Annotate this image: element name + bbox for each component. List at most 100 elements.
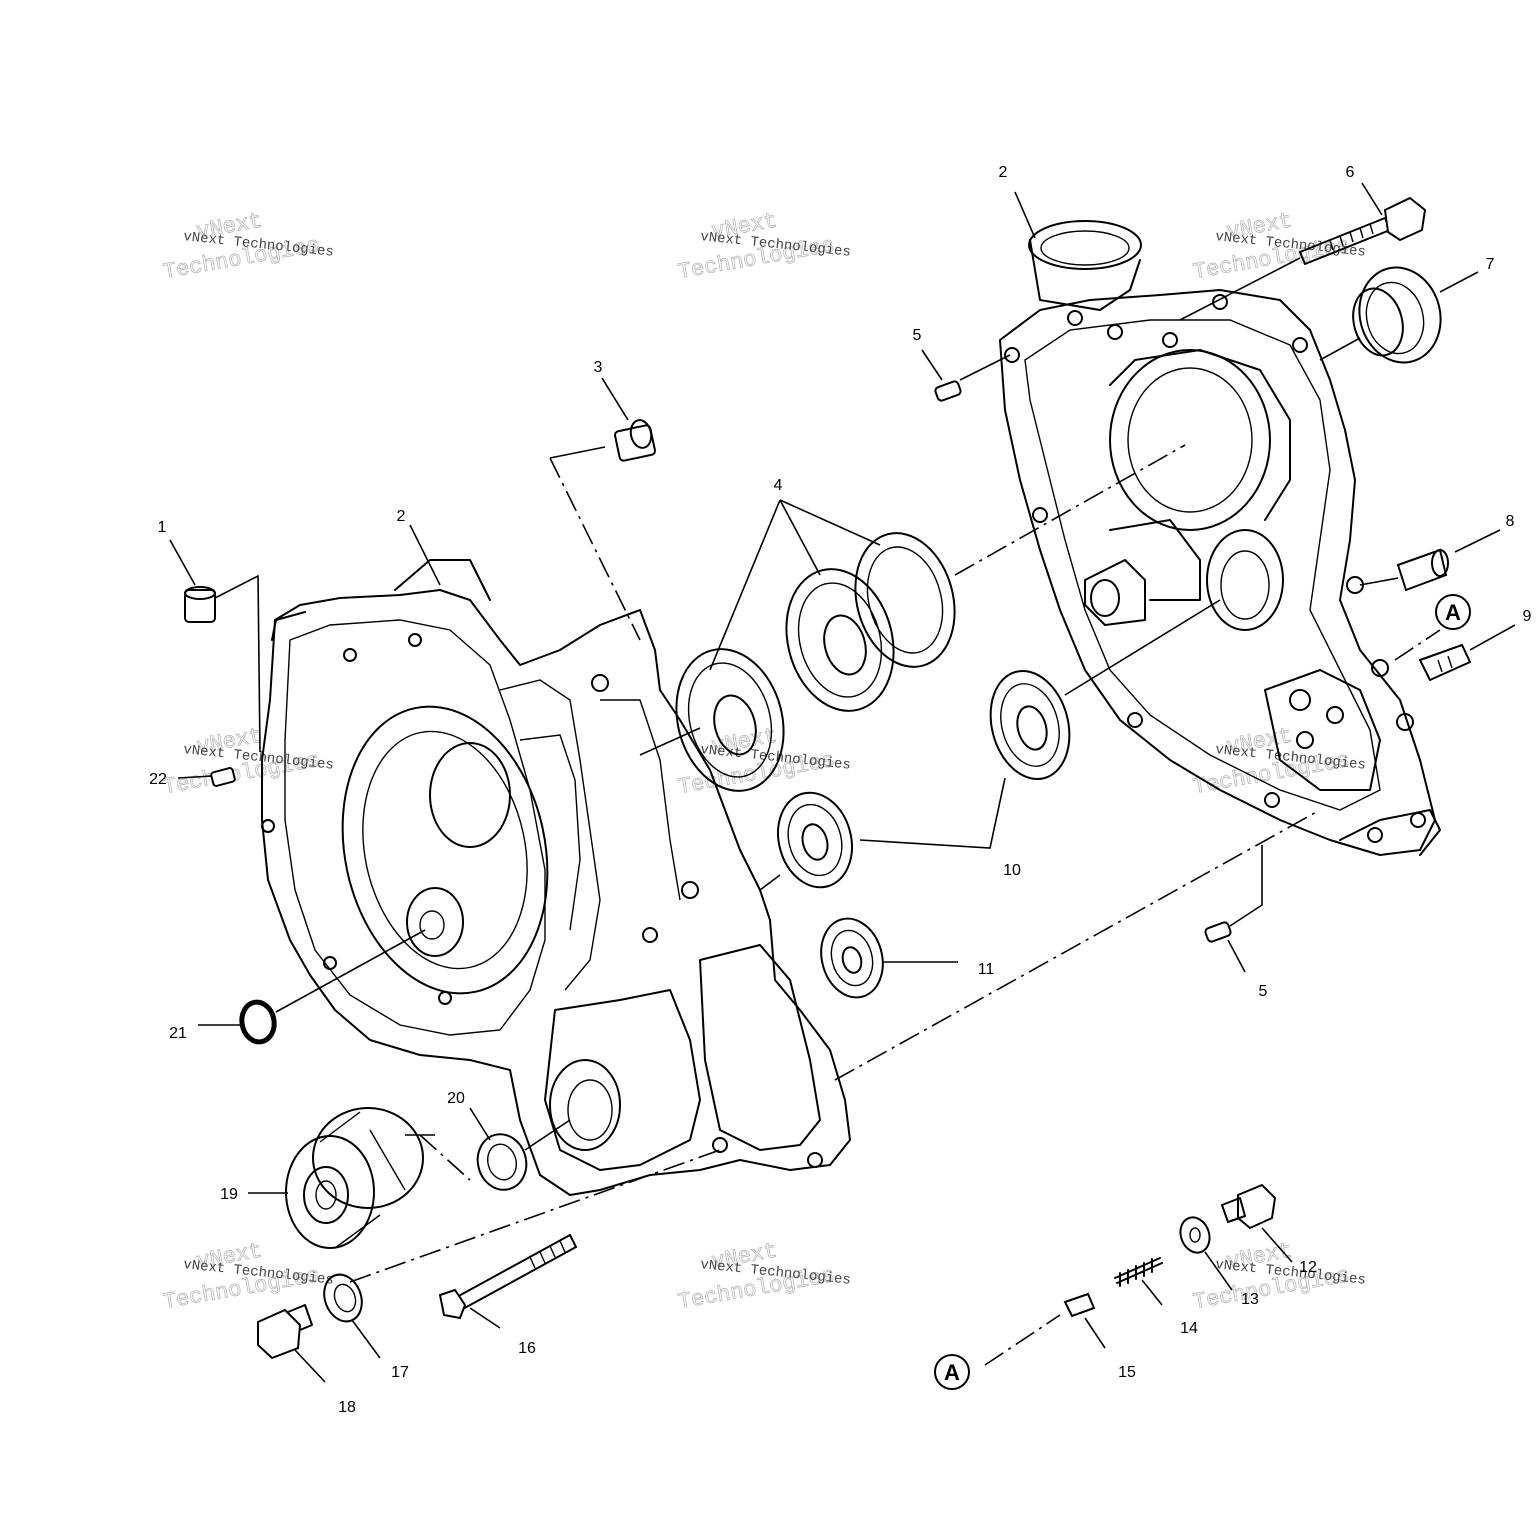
callout-5: 5	[913, 327, 922, 344]
leader-line	[921, 349, 943, 381]
bolt-head	[1237, 1183, 1277, 1230]
bearing-outer	[820, 917, 884, 999]
bolt-hole	[1367, 827, 1383, 843]
callout-4: 4	[774, 477, 783, 494]
leader-line	[214, 574, 261, 753]
part-17-washer	[323, 1273, 381, 1359]
plug-head	[257, 1308, 302, 1360]
watermark-layer: vNext Technologies vNext Technologies vN…	[161, 208, 1367, 1315]
callout-14: 14	[1180, 1320, 1198, 1337]
callout-19: 19	[220, 1186, 238, 1203]
pin-body	[210, 767, 236, 787]
bolt-shank	[454, 1234, 577, 1311]
leader-line	[1229, 845, 1263, 927]
bolt-hole	[1032, 507, 1048, 523]
part-3-dowel	[549, 419, 656, 462]
right-case-lower-bore	[1206, 529, 1284, 631]
bearing-race	[866, 546, 944, 654]
callout-11: 11	[978, 961, 995, 978]
dowel-pin	[934, 380, 962, 402]
callout-2: 2	[397, 508, 406, 525]
seal-inner	[486, 1143, 518, 1181]
seal-outer	[476, 1133, 528, 1191]
left-case-boss-hole	[419, 910, 445, 940]
leader-line	[169, 539, 196, 586]
alignment-line	[954, 444, 1186, 576]
right-case-outline	[999, 289, 1436, 856]
bearing-race	[1000, 683, 1060, 767]
part-9-fitting	[1418, 624, 1516, 682]
seal-outer	[1358, 266, 1442, 364]
leader-line	[1014, 191, 1036, 239]
callout-6: 6	[1346, 164, 1355, 181]
leader-line	[1204, 1251, 1233, 1291]
alignment-lines	[349, 444, 1441, 1366]
bolt-hole	[1162, 332, 1178, 348]
leader-line	[1227, 939, 1246, 973]
left-case-lower-pocket	[544, 989, 701, 1171]
part-13-washer	[1179, 1216, 1233, 1291]
dowel-end	[1431, 549, 1449, 577]
left-case-shaft-seat-inner	[567, 1079, 613, 1141]
part-19-pulley	[248, 1107, 435, 1249]
bearing-bore	[841, 946, 863, 974]
leader-line	[709, 499, 781, 671]
bolt-hole	[1371, 659, 1389, 677]
dowel-body	[1396, 548, 1448, 592]
part-5-dowel-bottom	[1204, 845, 1263, 973]
callout-2: 2	[999, 164, 1008, 181]
leader-line	[1179, 257, 1301, 321]
alignment-line	[349, 1149, 721, 1283]
leader-line	[601, 377, 629, 421]
bolt-hole	[261, 819, 275, 833]
leader-line	[779, 499, 821, 576]
pulley-hub	[303, 1166, 349, 1224]
left-crankcase-half	[261, 559, 851, 1196]
leader-line	[959, 354, 1011, 381]
bearing-outer	[854, 532, 956, 668]
left-case-rib	[600, 699, 681, 901]
leader-line	[779, 499, 881, 546]
callout-18: 18	[338, 1399, 356, 1416]
part-14-spring	[1114, 1257, 1163, 1306]
right-case-foot	[1339, 809, 1441, 856]
left-case-rib	[499, 679, 601, 991]
oil-port	[1289, 689, 1311, 711]
callout-7: 7	[1486, 256, 1495, 273]
dowel-end	[184, 586, 216, 600]
part-11-bearing	[820, 917, 958, 999]
dowel-pin	[1204, 921, 1232, 943]
reference-letter: A	[944, 1360, 960, 1385]
callout-17: 17	[391, 1364, 409, 1381]
alignment-line	[834, 809, 1321, 1081]
bolt-hole	[1107, 324, 1123, 340]
bolt-hole	[1212, 294, 1228, 310]
leader-line	[469, 1307, 501, 1329]
leader-line	[1261, 1227, 1293, 1263]
left-case-main-bore	[341, 705, 549, 995]
bolt-hole	[807, 1152, 823, 1168]
fitting-body	[1418, 643, 1472, 682]
right-case-bore-rim	[1109, 349, 1291, 521]
left-case-side-pocket	[699, 944, 821, 1151]
bolt-hole	[1127, 712, 1143, 728]
callout-9: 9	[1523, 608, 1532, 625]
leader-line	[759, 874, 781, 891]
alignment-line	[1394, 629, 1441, 661]
leader-line	[1319, 337, 1361, 361]
bolt-head	[438, 1288, 467, 1320]
leader-line	[275, 929, 426, 1013]
callout-16: 16	[518, 1340, 536, 1357]
right-case-lower-bore-inner	[1220, 550, 1270, 620]
part-7-seal	[1319, 266, 1479, 364]
leader-line	[351, 1319, 381, 1359]
callout-8: 8	[1506, 513, 1515, 530]
bearing-bore	[1016, 705, 1048, 751]
left-case-outline	[261, 589, 851, 1196]
bearing-race	[787, 803, 843, 877]
washer-outer	[323, 1273, 363, 1323]
plug-thread	[287, 1304, 313, 1331]
left-case-rib	[519, 734, 581, 931]
pulley-bore	[315, 1180, 337, 1210]
